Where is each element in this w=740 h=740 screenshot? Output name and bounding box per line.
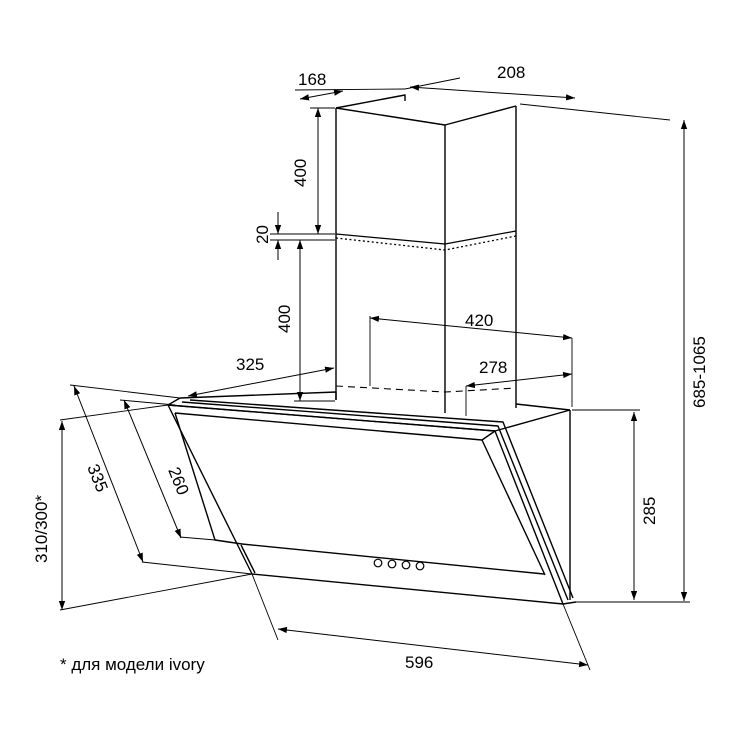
dim-label-278: 278 (479, 358, 507, 377)
hood-top-plate (167, 391, 571, 432)
dim-line-420 (369, 315, 573, 341)
dim-label-168: 168 (298, 70, 326, 89)
dim-line-278 (465, 371, 573, 389)
dim-label-20: 20 (253, 225, 272, 244)
dim-label-400-lower: 400 (275, 305, 294, 333)
extension-lines (59, 77, 690, 671)
dim-line-208 (409, 84, 576, 101)
dimension-lines (58, 84, 688, 668)
glass-panel (167, 399, 574, 605)
dim-label-310-300: 310/300* (32, 495, 51, 563)
dim-line-325 (187, 366, 335, 398)
control-buttons (373, 558, 425, 571)
upper-chimney (335, 94, 517, 413)
footnote: * для модели ivory (60, 655, 205, 674)
dim-label-285: 285 (640, 497, 659, 525)
dim-label-685-1065: 685-1065 (690, 336, 709, 408)
hood-body (174, 410, 577, 605)
dim-line-168 (299, 89, 344, 101)
chimney-overlap-line (335, 235, 517, 251)
dim-label-208: 208 (497, 63, 525, 82)
dim-line-335 (73, 385, 144, 563)
hood-top-hidden-edge (335, 385, 517, 393)
dim-label-400-upper: 400 (291, 159, 310, 187)
hood-outline (167, 94, 577, 605)
dim-label-335: 335 (83, 461, 111, 494)
dimension-labels: 168 208 400 20 400 420 278 325 335 260 3… (32, 63, 709, 672)
dim-line-596 (277, 626, 589, 668)
dim-label-596: 596 (405, 653, 433, 672)
dim-label-260: 260 (164, 464, 192, 497)
dim-label-325: 325 (236, 355, 264, 374)
dim-line-260 (123, 399, 182, 539)
dim-label-420: 420 (465, 311, 493, 330)
